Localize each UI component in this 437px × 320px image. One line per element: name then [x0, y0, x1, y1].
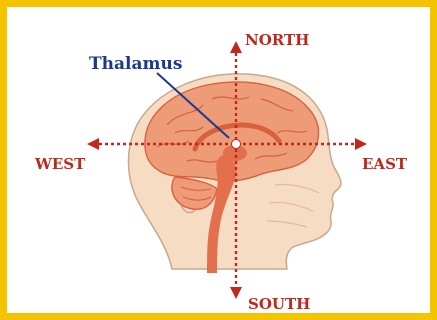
north-label: NORTH — [245, 31, 309, 49]
thalamus-label: Thalamus — [89, 54, 182, 74]
head-orientation-diagram: Thalamus NORTH SOUTH EAST WEST — [7, 7, 437, 320]
thalamus-point — [232, 140, 241, 149]
south-label: SOUTH — [248, 295, 310, 313]
west-label: WEST — [34, 155, 86, 173]
east-label: EAST — [362, 155, 408, 173]
